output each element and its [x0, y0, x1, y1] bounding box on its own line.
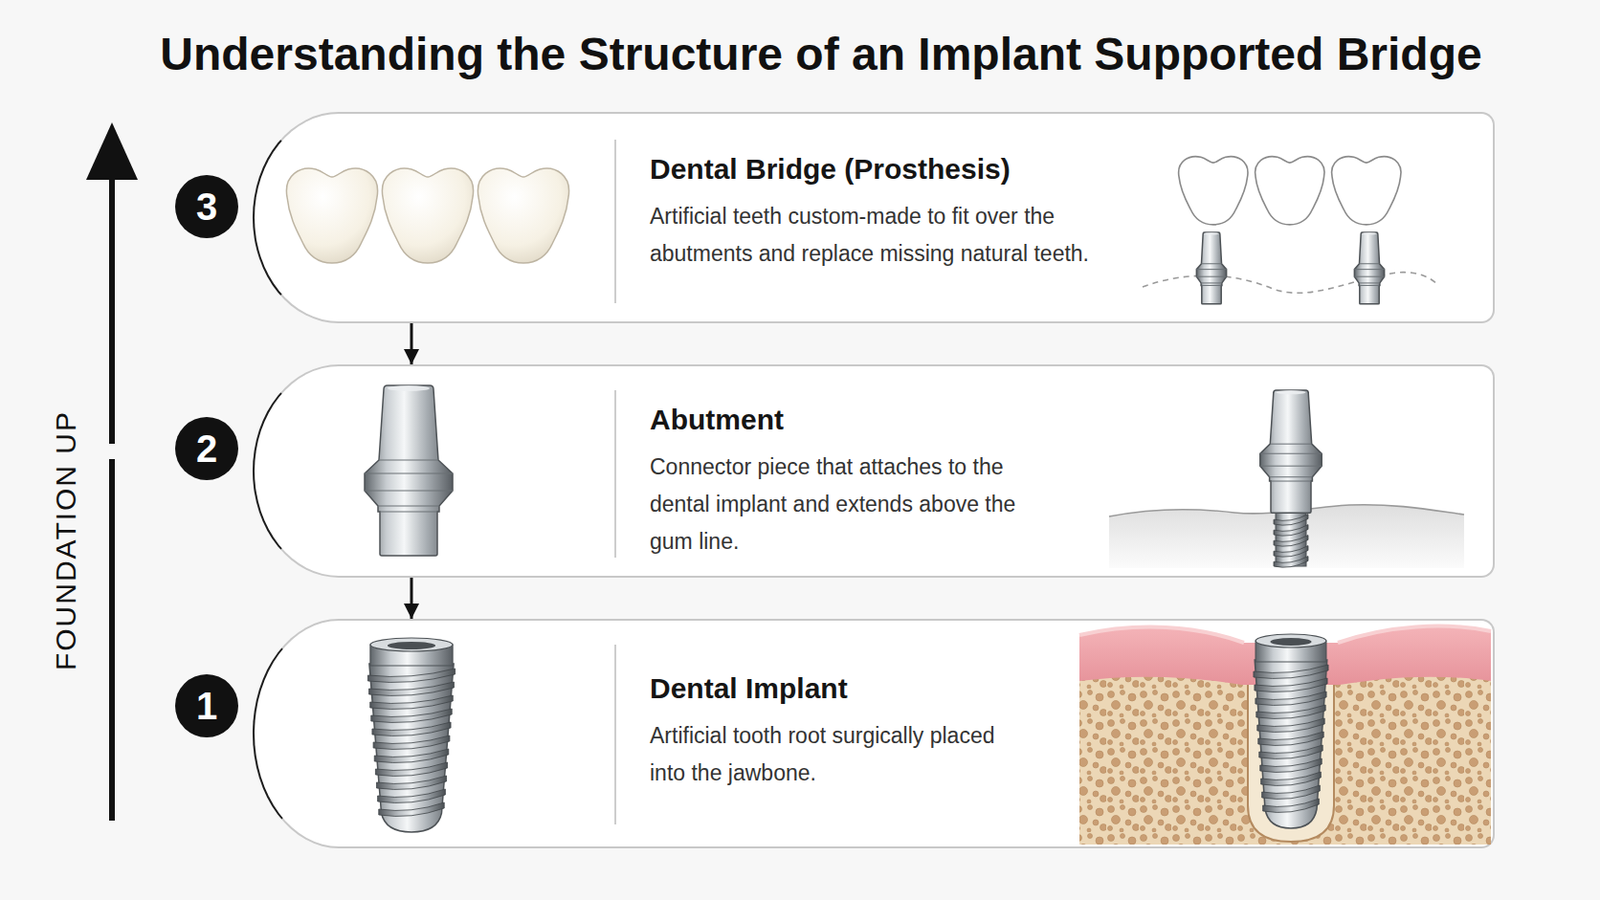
flow-arrow — [410, 323, 414, 365]
soft-tissue — [1109, 505, 1465, 569]
axis-label: FOUNDATION UP — [48, 377, 84, 704]
layer-heading: Dental Bridge (Prosthesis) — [649, 152, 1110, 187]
divider-line — [614, 644, 617, 825]
gum-line — [1142, 272, 1439, 294]
flow-arrow — [410, 577, 414, 620]
gum-highlight — [1079, 626, 1491, 644]
arrow-shaft — [109, 177, 115, 822]
divider-line — [614, 390, 617, 558]
jawbone — [1079, 669, 1491, 845]
implant-illustration — [367, 638, 455, 833]
crown-outline — [1178, 156, 1248, 225]
gum-tissue — [1079, 626, 1491, 686]
step-number-circle: 3 — [175, 175, 239, 239]
thread — [1273, 546, 1309, 558]
step-number: 1 — [175, 674, 239, 738]
step-number: 2 — [175, 417, 239, 481]
crown-outline — [1255, 156, 1325, 225]
arrow-head — [86, 122, 138, 180]
gum-line — [1109, 505, 1465, 517]
implant-socket — [1247, 675, 1334, 843]
abutment-on-implant — [1260, 390, 1322, 513]
bridge-outline — [1178, 156, 1401, 225]
foundation-arrow — [86, 122, 138, 822]
layer-heading: Dental Implant — [649, 671, 1014, 707]
layer-heading: Abutment — [649, 402, 1043, 438]
layer-panel: Dental Bridge (Prosthesis) Artificial tee… — [252, 111, 1495, 324]
abutment-small — [1354, 232, 1384, 305]
abutment-small — [1196, 232, 1226, 305]
layer-panel: Dental ImplantArtificial tooth root surg… — [252, 619, 1495, 849]
layer-description: Artificial tooth root surgically placed … — [649, 717, 1014, 793]
divider-line — [614, 139, 617, 304]
step-number-circle: 2 — [175, 417, 239, 481]
crown — [381, 168, 473, 264]
crown — [477, 168, 569, 264]
crown-outline — [1332, 156, 1401, 225]
thread — [1273, 535, 1309, 548]
thread — [1273, 514, 1309, 527]
panel-dividers — [614, 139, 617, 825]
layer-panel: AbutmentConnector piece that attaches to… — [252, 364, 1495, 578]
implant-threads — [1273, 514, 1309, 569]
step-number: 3 — [175, 175, 239, 239]
bone-edge — [1079, 672, 1491, 675]
thread — [1273, 556, 1309, 569]
layer-description: Artificial teeth custom-made to fit over… — [649, 198, 1110, 273]
bridge-crowns — [286, 168, 569, 264]
implant-in-bone — [1253, 634, 1329, 829]
implant-stub — [1275, 507, 1307, 567]
diagram-title: Understanding the Structure of an Implan… — [66, 25, 1576, 84]
abutment-illustration — [364, 385, 453, 556]
crown — [286, 168, 378, 264]
layer-description: Connector piece that attaches to the den… — [649, 448, 1043, 561]
thread — [1273, 525, 1309, 537]
step-number-circle: 1 — [175, 674, 239, 738]
